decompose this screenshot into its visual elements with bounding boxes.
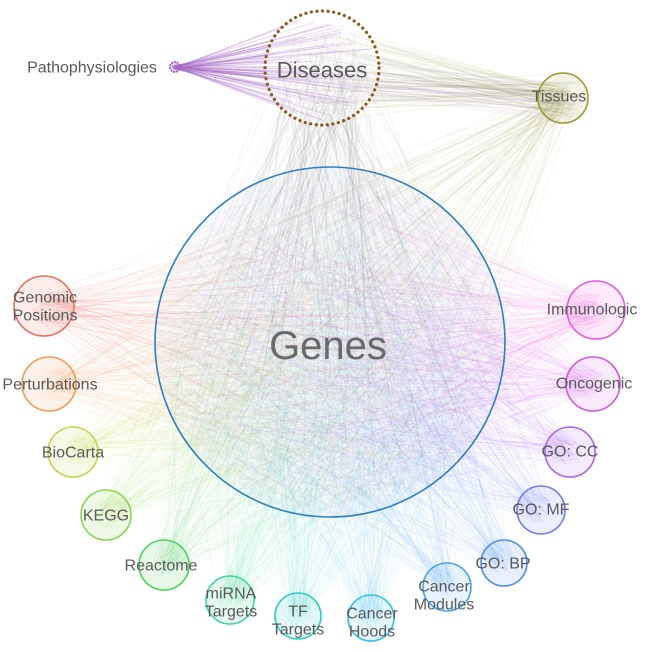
node-circle-pathophysiologies[interactable] — [168, 60, 182, 74]
node-label-perturbations: Perturbations — [2, 377, 97, 394]
node-label-go_cc: GO: CC — [542, 444, 599, 461]
node-label-biocarta: BioCarta — [42, 445, 104, 462]
edges-diseases-tissues — [275, 25, 585, 118]
node-label-go_mf: GO: MF — [513, 502, 570, 519]
node-circle-go_mf[interactable] — [516, 485, 566, 535]
edges-go_cc-genes — [188, 183, 584, 493]
edges-perturbations-genes — [34, 173, 498, 512]
node-genes[interactable]: Genes — [154, 166, 506, 518]
node-label-tissues: Tissues — [532, 89, 587, 106]
edges-pathophysiologies-tissues — [172, 64, 584, 122]
edges-go_mf-genes — [165, 174, 554, 524]
node-perturbations[interactable]: Perturbations — [2, 356, 98, 412]
node-pathophysiologies[interactable]: Pathophysiologies — [27, 60, 182, 77]
edges-go_bp-genes — [170, 178, 517, 575]
node-go_bp[interactable]: GO: BP — [475, 539, 531, 587]
node-label-diseases: Diseases — [277, 58, 367, 83]
node-circle-diseases[interactable] — [263, 9, 381, 127]
node-circle-biocarta[interactable] — [47, 426, 99, 478]
node-label-pathophysiologies: Pathophysiologies — [27, 60, 157, 77]
node-circle-go_cc[interactable] — [544, 426, 596, 478]
node-circle-genomic_positions[interactable] — [13, 275, 75, 337]
node-circle-tissues[interactable] — [537, 72, 589, 124]
node-circle-go_bp[interactable] — [480, 539, 528, 587]
node-go_cc[interactable]: GO: CC — [542, 426, 599, 478]
node-circle-kegg[interactable] — [80, 489, 132, 541]
edges-oncogenic-genes — [183, 183, 607, 511]
node-label-genes: Genes — [269, 324, 387, 368]
node-tissues[interactable]: Tissues — [532, 72, 589, 124]
node-oncogenic[interactable]: Oncogenic — [556, 356, 633, 412]
node-circle-tf_targets[interactable] — [274, 592, 322, 640]
edges-reactome-genes — [153, 179, 488, 578]
node-kegg[interactable]: KEGG — [80, 489, 132, 541]
node-circle-perturbations[interactable] — [21, 356, 77, 412]
edges-tissues-diseases — [276, 20, 575, 124]
node-circle-genes[interactable] — [154, 166, 506, 518]
node-biocarta[interactable]: BioCarta — [42, 426, 104, 478]
node-label-reactome: Reactome — [125, 558, 198, 575]
node-circle-immunologic[interactable] — [566, 280, 626, 340]
edges-kegg-genes — [92, 186, 486, 529]
edges-mirna_targets-genes — [174, 181, 498, 613]
edge-bundles — [28, 18, 612, 630]
node-label-oncogenic: Oncogenic — [556, 376, 633, 393]
edges-cancer_hoods-genes — [172, 174, 486, 630]
node-diseases[interactable]: Diseases — [263, 9, 381, 127]
node-circle-cancer_modules[interactable] — [422, 562, 472, 612]
node-circle-cancer_hoods[interactable] — [347, 594, 395, 642]
node-circle-oncogenic[interactable] — [565, 356, 621, 412]
node-circle-reactome[interactable] — [138, 539, 190, 591]
node-go_mf[interactable]: GO: MF — [513, 485, 570, 535]
edges-pathophysiologies-diseases — [172, 18, 373, 122]
edges-diseases-genes — [165, 23, 497, 499]
edges-biocarta-genes — [59, 195, 491, 498]
edges-immunologic-genes — [161, 181, 612, 510]
node-label-go_bp: GO: BP — [475, 556, 530, 573]
node-label-immunologic: Immunologic — [547, 302, 638, 319]
edges-cancer_modules-genes — [177, 189, 489, 600]
node-immunologic[interactable]: Immunologic — [547, 280, 638, 340]
node-label-kegg: KEGG — [83, 508, 129, 525]
edges-tf_targets-genes — [171, 174, 482, 628]
node-circle-mirna_targets[interactable] — [205, 575, 255, 625]
node-reactome[interactable]: Reactome — [125, 539, 198, 591]
